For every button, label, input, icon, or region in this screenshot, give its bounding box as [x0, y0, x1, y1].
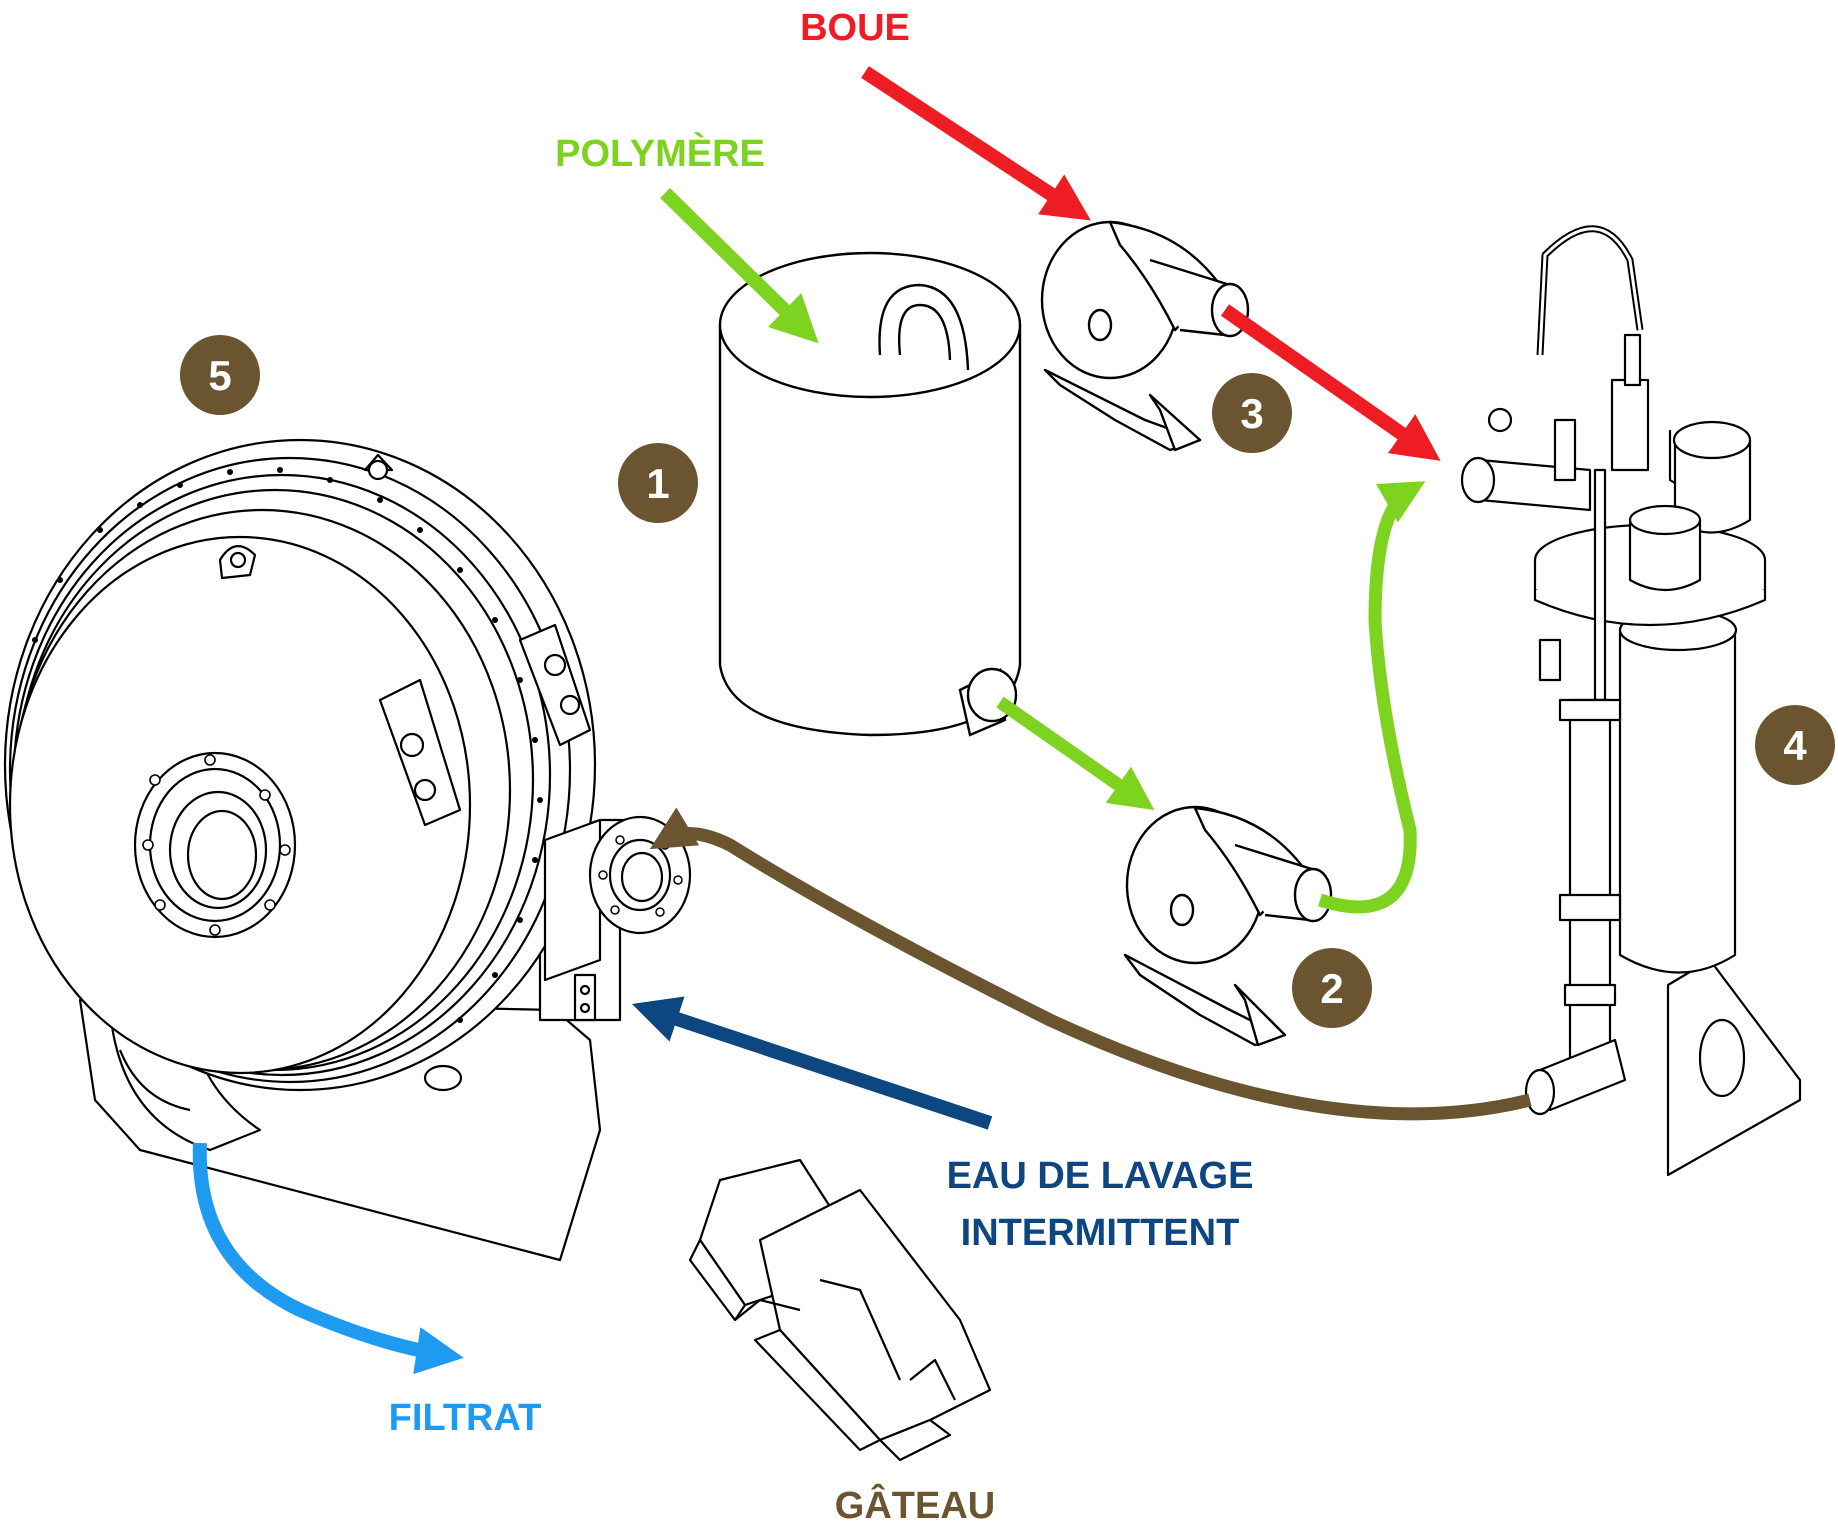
marker-4: 4 [1755, 705, 1835, 785]
cake-chute-icon [688, 1158, 992, 1462]
rotary-press-icon [3, 438, 692, 1262]
boue-arrow-in [861, 66, 1091, 221]
eau-arrow [631, 996, 993, 1130]
marker-5: 5 [180, 335, 260, 415]
floc-sludge-arrow [649, 807, 1532, 1121]
boue-arrow-out [1220, 304, 1441, 461]
label-boue: BOUE [800, 7, 910, 49]
polymere-arrow-to-reactor [1318, 481, 1426, 914]
label-polymere: POLYMÈRE [555, 131, 765, 175]
svg-text:5: 5 [208, 352, 231, 399]
marker-1: 1 [618, 443, 698, 523]
label-eau-line2: INTERMITTENT [961, 1212, 1240, 1254]
polymere-arrow-tank-to-pump [996, 696, 1155, 811]
filtrat-arrow [192, 1142, 464, 1375]
svg-text:4: 4 [1783, 722, 1807, 769]
marker-3: 3 [1212, 373, 1292, 453]
label-eau-line1: EAU DE LAVAGE [947, 1155, 1254, 1197]
label-filtrat: FILTRAT [389, 1397, 542, 1439]
marker-2: 2 [1292, 948, 1372, 1028]
svg-text:2: 2 [1320, 965, 1343, 1012]
svg-text:1: 1 [646, 460, 669, 507]
svg-text:3: 3 [1240, 390, 1263, 437]
polymere-arrow-in [660, 187, 819, 344]
polymer-pump-icon [1123, 805, 1333, 1047]
polymer-tank-icon [718, 251, 1022, 737]
label-gateau: GÂTEAU [835, 1483, 995, 1527]
flocculator-reactor-icon [1460, 225, 1802, 1177]
